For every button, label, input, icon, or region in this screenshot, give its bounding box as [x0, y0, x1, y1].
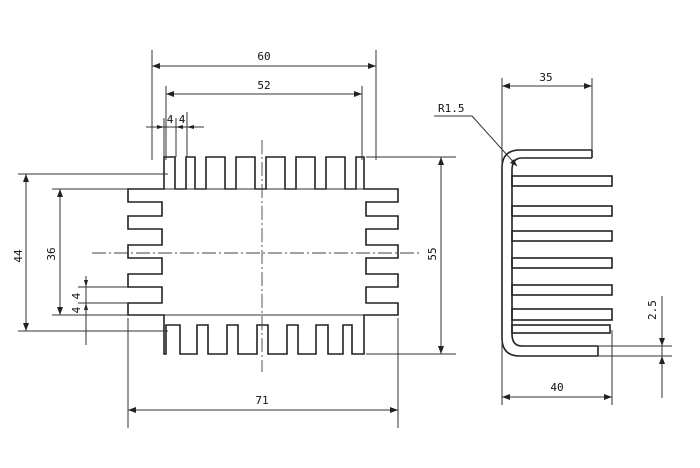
dimension-fin-pitch-side: 4 4	[70, 276, 128, 345]
dimension-label-side-fin-4a: 4	[70, 292, 83, 299]
dimension-label-60: 60	[257, 50, 270, 63]
side-view-clip-inner	[511, 157, 598, 347]
radius-label: R1.5	[438, 102, 465, 115]
dimension-label-44: 44	[12, 249, 25, 263]
dimension-label-2-5: 2.5	[646, 300, 659, 320]
dimension-label-36: 36	[45, 247, 58, 260]
dimension-44: 44	[12, 173, 168, 332]
dimension-label-71: 71	[255, 394, 268, 407]
dimension-2-5: 2.5	[598, 296, 672, 398]
dimension-label-35: 35	[539, 71, 552, 84]
side-view	[501, 149, 613, 357]
dimension-55: 55	[366, 156, 456, 355]
dimension-35: 35	[501, 71, 593, 165]
dimension-52: 52	[165, 79, 363, 160]
side-view-clip-outer	[501, 149, 598, 357]
dimension-label-fin-4a: 4	[167, 113, 174, 126]
dimension-label-side-fin-4b: 4	[70, 306, 83, 313]
dimension-40: 40	[501, 330, 613, 405]
radius-callout: R1.5	[434, 102, 518, 167]
dimension-label-40: 40	[550, 381, 563, 394]
front-view-outline	[127, 156, 399, 355]
dimension-71: 71	[127, 318, 399, 428]
dimension-label-55: 55	[426, 247, 439, 260]
side-view-fins	[511, 175, 613, 334]
dimension-fin-pitch-top: 4 4	[146, 112, 204, 157]
front-view	[92, 140, 420, 372]
dimension-label-fin-4b: 4	[179, 113, 186, 126]
dimension-label-52: 52	[257, 79, 270, 92]
dimension-60: 60	[151, 50, 377, 160]
